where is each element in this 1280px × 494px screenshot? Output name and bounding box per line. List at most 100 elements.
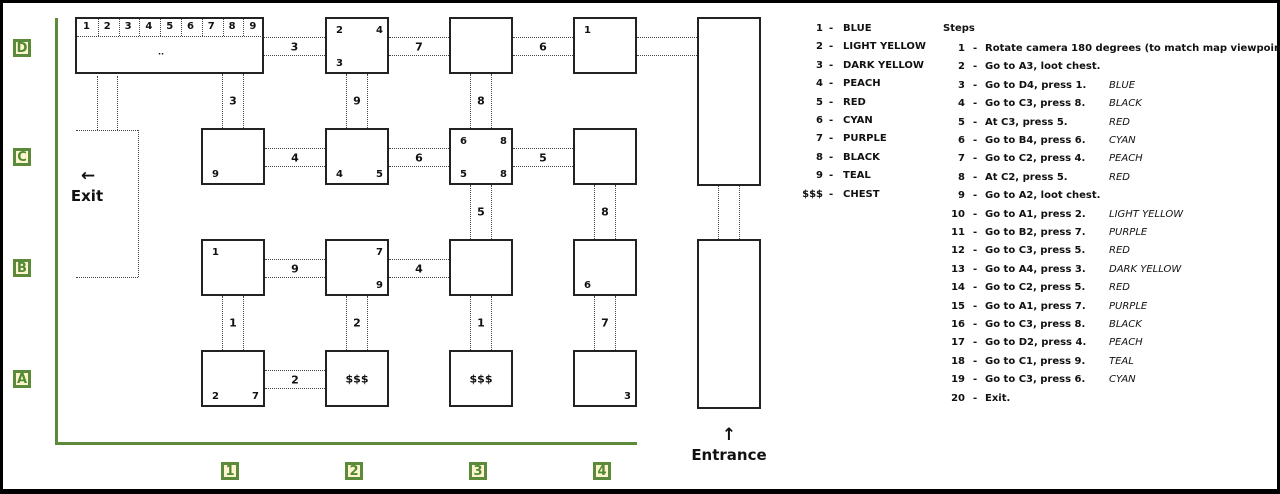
room-button-tl: 1 xyxy=(212,247,219,258)
legend-value: CHEST xyxy=(843,188,880,200)
step-color: PURPLE xyxy=(1109,300,1148,312)
room-d1-panel xyxy=(75,17,264,74)
panel-button-9[interactable]: 9 xyxy=(249,21,257,32)
chest-marker: $$$ xyxy=(469,372,493,385)
step-color: TEAL xyxy=(1109,355,1134,367)
legend-key: 4 xyxy=(816,78,823,90)
entrance-label[interactable]: Entrance xyxy=(691,446,767,464)
corridor-d1_d2-label: 3 xyxy=(290,40,299,54)
room-b1[interactable]: 1 xyxy=(201,239,265,296)
corridor-wall xyxy=(389,259,449,260)
room-b3[interactable] xyxy=(449,239,513,296)
step-number: 18 xyxy=(951,355,965,367)
row-label-c: C xyxy=(13,148,31,166)
exit-zone-right xyxy=(138,130,139,277)
entrance-link-left xyxy=(718,186,719,239)
panel-button-4[interactable]: 4 xyxy=(145,21,153,32)
room-d4[interactable]: 1 xyxy=(573,17,637,74)
corridor-wall xyxy=(222,74,223,128)
step-number: 7 xyxy=(958,153,965,165)
step-color: BLUE xyxy=(1109,79,1136,91)
panel-button-6[interactable]: 6 xyxy=(187,21,194,32)
legend-value: LIGHT YELLOW xyxy=(843,41,926,53)
legend-key: 6 xyxy=(816,115,823,126)
corridor-b3_a3-label: 1 xyxy=(477,316,485,330)
corridor-wall xyxy=(265,388,325,389)
step-dash: - xyxy=(973,98,978,110)
panel-button-divider xyxy=(160,19,162,36)
row-label-d: D xyxy=(13,39,31,57)
corridor-wall xyxy=(346,296,347,350)
step-dash: - xyxy=(973,171,978,183)
d4-entrance-link-bottom xyxy=(637,55,697,56)
step-number: 5 xyxy=(958,116,965,128)
step-number: 19 xyxy=(951,374,965,386)
step-dash: - xyxy=(973,135,978,146)
corridor-wall xyxy=(491,74,492,128)
corridor-wall xyxy=(389,166,449,167)
step-number: 13 xyxy=(951,263,965,275)
step-text: Go to C3, press 6. xyxy=(985,374,1086,386)
panel-button-8[interactable]: 8 xyxy=(228,21,236,32)
room-a2[interactable]: $$$ xyxy=(325,350,389,407)
step-number: 17 xyxy=(951,337,965,349)
panel-button-3[interactable]: 3 xyxy=(124,21,132,32)
step-text: Go to D4, press 1. xyxy=(985,79,1087,91)
step-number: 6 xyxy=(958,135,965,146)
entrance-hall-lower xyxy=(697,239,761,409)
col-label-1: 1 xyxy=(221,462,239,480)
step-dash: - xyxy=(973,227,978,238)
step-number: 8 xyxy=(958,171,965,183)
room-a3[interactable]: $$$ xyxy=(449,350,513,407)
step-color: RED xyxy=(1109,171,1130,183)
room-button-br: 3 xyxy=(624,391,631,402)
step-color: PEACH xyxy=(1109,337,1143,349)
room-c1[interactable]: 9 xyxy=(201,128,265,185)
corridor-wall xyxy=(594,296,595,350)
step-color: CYAN xyxy=(1109,135,1136,146)
room-button-tr: 8 xyxy=(500,136,507,147)
room-a4[interactable]: 3 xyxy=(573,350,637,407)
step-number: 2 xyxy=(958,61,965,73)
legend-dash: - xyxy=(829,188,834,200)
panel-button-5[interactable]: 5 xyxy=(166,21,174,32)
row-label-b: B xyxy=(13,259,31,277)
legend-value: BLACK xyxy=(843,151,880,163)
entrance-hall-upper xyxy=(697,17,761,186)
corridor-c2_c3-label: 6 xyxy=(415,151,423,165)
step-dash: - xyxy=(973,43,978,54)
room-button-br: 5 xyxy=(376,169,383,180)
entrance-link-right xyxy=(739,186,740,239)
row-label-a: A xyxy=(13,370,31,388)
exit-label[interactable]: Exit xyxy=(70,187,104,205)
room-c4[interactable] xyxy=(573,128,637,185)
step-dash: - xyxy=(973,355,978,367)
panel-button-1[interactable]: 1 xyxy=(83,21,90,32)
panel-button-2[interactable]: 2 xyxy=(103,21,111,32)
legend-key: 2 xyxy=(816,41,823,53)
step-dash: - xyxy=(973,61,978,73)
step-number: 12 xyxy=(951,245,965,257)
step-text: Go to C2, press 4. xyxy=(985,153,1086,165)
legend-dash: - xyxy=(829,151,834,163)
steps-title: Steps xyxy=(943,23,975,34)
room-b4[interactable]: 6 xyxy=(573,239,637,296)
step-dash: - xyxy=(973,374,978,386)
step-dash: - xyxy=(973,392,978,404)
step-color: BLACK xyxy=(1109,319,1142,330)
entrance-arrow-icon: ↑ xyxy=(721,425,737,445)
legend-value: PEACH xyxy=(843,78,881,90)
panel-button-divider xyxy=(181,19,182,36)
corridor-wall xyxy=(491,185,492,239)
step-color: BLACK xyxy=(1109,98,1142,110)
panel-button-7[interactable]: 7 xyxy=(207,21,215,32)
corridor-wall xyxy=(243,296,244,350)
room-d3[interactable] xyxy=(449,17,513,74)
corridor-wall xyxy=(513,55,573,56)
step-number: 15 xyxy=(951,300,965,312)
